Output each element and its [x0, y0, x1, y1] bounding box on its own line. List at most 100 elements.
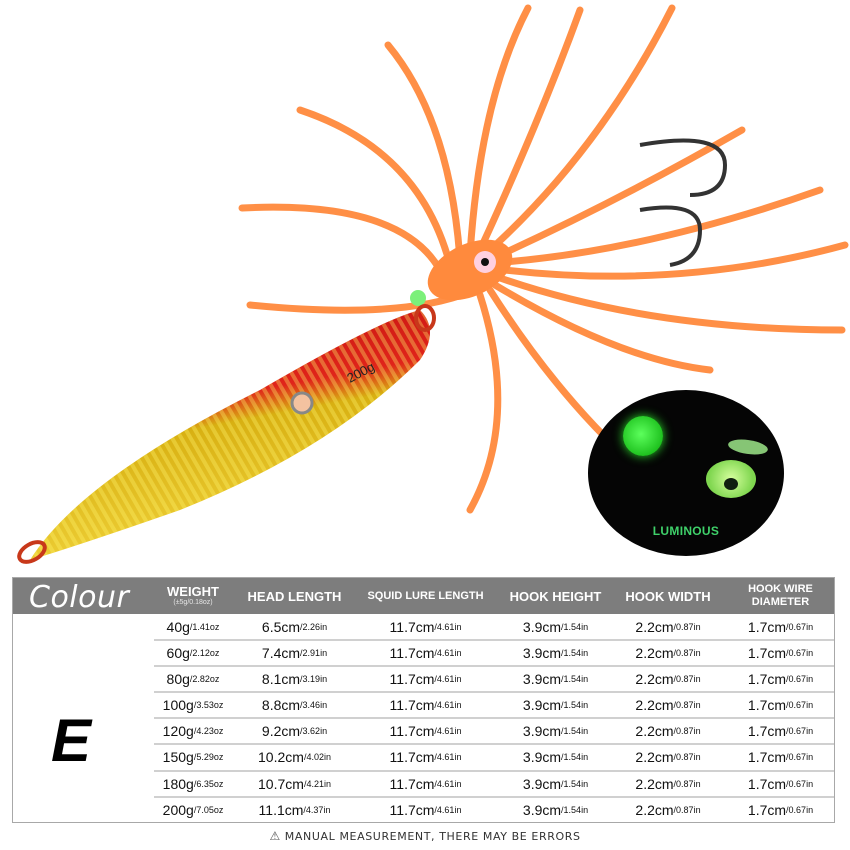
cell-unit: /0.67in: [786, 648, 814, 659]
header-hook-height: HOOK HEIGHT: [498, 578, 613, 614]
cell-head: 9.2cm/3.62in: [237, 719, 352, 743]
cell-value: 2.2cm: [635, 801, 674, 818]
cell-hook-w: 2.2cm/0.87in: [618, 667, 718, 691]
cell-value: 3.9cm: [522, 697, 562, 714]
cell-unit: /1.54in: [561, 752, 589, 763]
cell-head: 11.1cm/4.37in: [237, 798, 352, 822]
luminous-inset: LUMINOUS: [588, 390, 784, 556]
cell-unit: /4.61in: [434, 726, 462, 737]
cell-weight: 150g/5.29oz: [154, 745, 232, 769]
cell-value: 3.9cm: [522, 723, 562, 740]
header-squid-lure-length: SQUID LURE LENGTH: [358, 578, 493, 614]
cell-value: 3.9cm: [522, 671, 562, 688]
cell-hook-w: 2.2cm/0.87in: [618, 798, 718, 822]
footnote-text: MANUAL MEASUREMENT, THERE MAY BE ERRORS: [284, 830, 581, 843]
cell-value: 150g: [162, 749, 194, 766]
cell-unit: /1.41oz: [189, 622, 220, 632]
header-label-line2: DIAMETER: [751, 596, 810, 608]
cell-unit: /0.87in: [673, 674, 701, 685]
cell-weight: 80g/2.82oz: [154, 667, 232, 691]
cell-unit: /2.91in: [300, 648, 328, 659]
cell-value: 100g: [162, 697, 194, 714]
cell-value: 1.7cm: [747, 775, 787, 792]
cell-wire: 1.7cm/0.67in: [728, 719, 833, 743]
cell-wire: 1.7cm/0.67in: [728, 798, 833, 822]
header-hook-wire-diameter: HOOK WIRE DIAMETER: [728, 578, 833, 614]
squid-jig-lure-illustration: 200g: [17, 4, 849, 564]
cell-hook-w: 2.2cm/0.87in: [618, 745, 718, 769]
cell-value: 11.7cm: [389, 671, 435, 688]
cell-unit: /3.19in: [300, 674, 328, 685]
cell-squid: 11.7cm/4.61in: [358, 615, 493, 639]
cell-wire: 1.7cm/0.67in: [728, 745, 833, 769]
cell-value: 1.7cm: [747, 697, 787, 714]
cell-value: 3.9cm: [522, 801, 562, 818]
cell-unit: /1.54in: [561, 726, 589, 737]
warning-icon: ⚠: [269, 829, 281, 843]
cell-squid: 11.7cm/4.61in: [358, 745, 493, 769]
cell-unit: /0.87in: [673, 726, 701, 737]
header-label: SQUID LURE LENGTH: [367, 589, 484, 602]
cell-value: 3.9cm: [522, 775, 562, 792]
cell-unit: /5.29oz: [193, 752, 224, 763]
cell-value: 3.9cm: [522, 749, 562, 766]
cell-weight: 60g/2.12oz: [154, 641, 232, 665]
glow-eye-top: [727, 437, 769, 457]
cell-head: 6.5cm/2.26in: [237, 615, 352, 639]
cell-unit: /4.61in: [434, 752, 462, 763]
cell-value: 180g: [162, 775, 194, 792]
cell-squid: 11.7cm/4.61in: [358, 641, 493, 665]
cell-hook-h: 3.9cm/1.54in: [498, 641, 613, 665]
cell-unit: /4.61in: [434, 700, 462, 711]
header-hook-width: HOOK WIDTH: [618, 578, 718, 614]
cell-value: 10.7cm: [258, 775, 304, 792]
cell-value: 11.7cm: [389, 749, 435, 766]
cell-value: 1.7cm: [747, 723, 787, 740]
cell-unit: /1.54in: [561, 622, 589, 632]
table-header: Colour WEIGHT (±5g/0.18oz) HEAD LENGTH S…: [13, 578, 834, 615]
cell-value: 2.2cm: [635, 749, 674, 766]
header-label: HOOK WIDTH: [625, 588, 711, 604]
spec-table: Colour WEIGHT (±5g/0.18oz) HEAD LENGTH S…: [12, 577, 835, 823]
cell-unit: /2.82oz: [189, 674, 220, 685]
cell-value: 40g: [166, 619, 190, 635]
cell-hook-h: 3.9cm/1.54in: [498, 667, 613, 691]
cell-value: 3.9cm: [522, 619, 562, 635]
colour-title: Colour: [29, 580, 130, 615]
cell-unit: /4.61in: [434, 622, 462, 632]
cell-unit: /4.61in: [434, 804, 462, 815]
cell-unit: /4.61in: [434, 648, 462, 659]
cell-value: 200g: [162, 801, 194, 818]
cell-unit: /0.87in: [673, 778, 701, 789]
product-photo: 200g LUMINOUS: [17, 4, 849, 564]
cell-head: 8.8cm/3.46in: [237, 693, 352, 717]
cell-unit: /0.67in: [786, 804, 814, 815]
cell-weight: 100g/3.53oz: [154, 693, 232, 717]
cell-value: 10.2cm: [258, 749, 304, 766]
cell-hook-w: 2.2cm/0.87in: [618, 641, 718, 665]
cell-squid: 11.7cm/4.61in: [358, 798, 493, 822]
cell-unit: /0.67in: [786, 700, 814, 711]
cell-unit: /4.61in: [434, 674, 462, 685]
glow-eye: [706, 460, 756, 498]
cell-value: 11.7cm: [389, 619, 435, 635]
cell-unit: /0.87in: [673, 804, 701, 815]
header-label: HOOK HEIGHT: [509, 588, 602, 604]
cell-hook-w: 2.2cm/0.87in: [618, 772, 718, 796]
cell-value: 2.2cm: [635, 775, 674, 792]
cell-wire: 1.7cm/0.67in: [728, 693, 833, 717]
cell-value: 11.7cm: [389, 801, 435, 818]
cell-value: 1.7cm: [747, 645, 787, 662]
cell-unit: /0.87in: [673, 700, 701, 711]
cell-value: 1.7cm: [747, 749, 787, 766]
cell-unit: /1.54in: [561, 700, 589, 711]
cell-unit: /0.67in: [786, 674, 814, 685]
cell-value: 11.7cm: [389, 697, 435, 714]
cell-unit: /1.54in: [561, 674, 589, 685]
cell-unit: /4.23oz: [193, 726, 224, 737]
cell-value: 8.1cm: [261, 671, 301, 688]
table-row: 80g/2.82oz 8.1cm/3.19in 11.7cm/4.61in 3.9cm…: [154, 667, 834, 694]
cell-wire: 1.7cm/0.67in: [728, 641, 833, 665]
